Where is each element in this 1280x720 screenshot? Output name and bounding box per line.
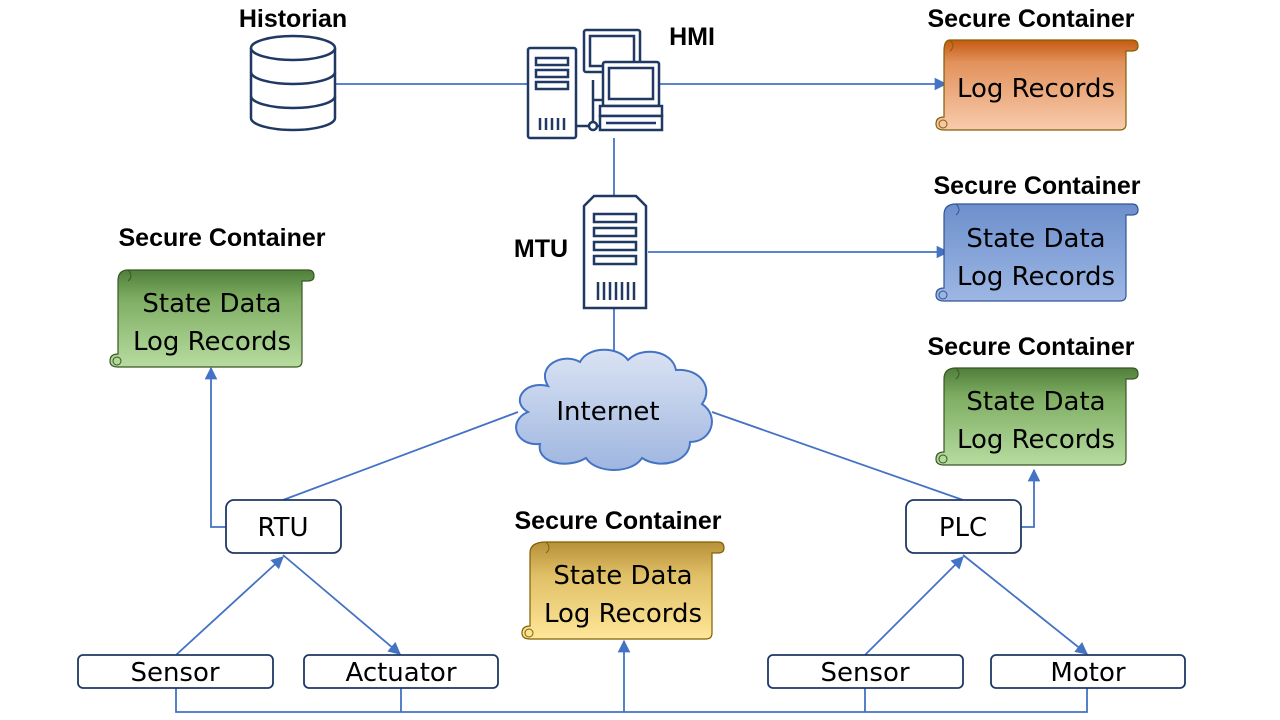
container-title: Secure Container <box>927 333 1134 361</box>
rtu-actuator-arrow <box>282 554 401 655</box>
scroll-icon <box>521 541 725 640</box>
rtu-label: RTU <box>257 513 308 543</box>
mtu-label: MTU <box>514 235 568 263</box>
internet-cloud-icon <box>515 348 713 471</box>
container-title: Secure Container <box>933 172 1140 200</box>
secure-container-left <box>109 269 315 368</box>
secure-container-bottom <box>521 541 725 640</box>
container-line2: Log Records <box>133 327 291 357</box>
actuator-box[interactable] <box>303 654 499 689</box>
container-title: Secure Container <box>514 507 721 535</box>
scroll-icon <box>935 39 1139 131</box>
container-line1: State Data <box>553 561 692 591</box>
plc-label: PLC <box>939 513 987 543</box>
sensor-right-label: Sensor <box>820 658 909 688</box>
container-line1: State Data <box>966 224 1105 254</box>
rtu-box[interactable] <box>225 499 342 554</box>
sensor-right-box[interactable] <box>767 654 964 689</box>
secure-container-plc-right <box>935 367 1139 466</box>
motor-label: Motor <box>1050 658 1125 688</box>
hmi-workstation-icon <box>526 28 664 140</box>
container-line1: State Data <box>966 387 1105 417</box>
sensor-left-box[interactable] <box>77 654 274 689</box>
bottom-bus-line <box>175 688 1088 713</box>
connectors <box>175 77 1088 713</box>
container-title: Secure Container <box>118 224 325 252</box>
motor-box[interactable] <box>990 654 1186 689</box>
hmi-label: HMI <box>669 23 715 51</box>
scroll-icon <box>935 203 1139 302</box>
plc-container-arrow <box>1021 468 1041 528</box>
container-line1: State Data <box>142 289 281 319</box>
sensor-rtu-arrow <box>175 556 284 656</box>
mtu-server-icon <box>582 194 648 310</box>
internet-label: Internet <box>556 397 659 427</box>
container-line1: Log Records <box>957 74 1115 104</box>
rtu-container-arrow <box>204 366 226 528</box>
historian-label: Historian <box>239 5 347 33</box>
internet-rtu-link <box>282 411 519 501</box>
plc-motor-arrow <box>962 554 1088 655</box>
sensor-plc-arrow <box>864 556 964 656</box>
sensor-left-label: Sensor <box>130 658 219 688</box>
secure-container-mid-right <box>935 203 1139 302</box>
container-title: Secure Container <box>927 5 1134 33</box>
scroll-icon <box>935 367 1139 466</box>
internet-plc-link <box>711 411 964 501</box>
plc-box[interactable] <box>905 499 1022 554</box>
scroll-icon <box>109 269 315 368</box>
secure-container-top-right <box>935 39 1139 131</box>
database-icon <box>249 34 337 132</box>
container-line2: Log Records <box>544 599 702 629</box>
container-line2: Log Records <box>957 262 1115 292</box>
actuator-label: Actuator <box>345 658 456 688</box>
container-line2: Log Records <box>957 425 1115 455</box>
